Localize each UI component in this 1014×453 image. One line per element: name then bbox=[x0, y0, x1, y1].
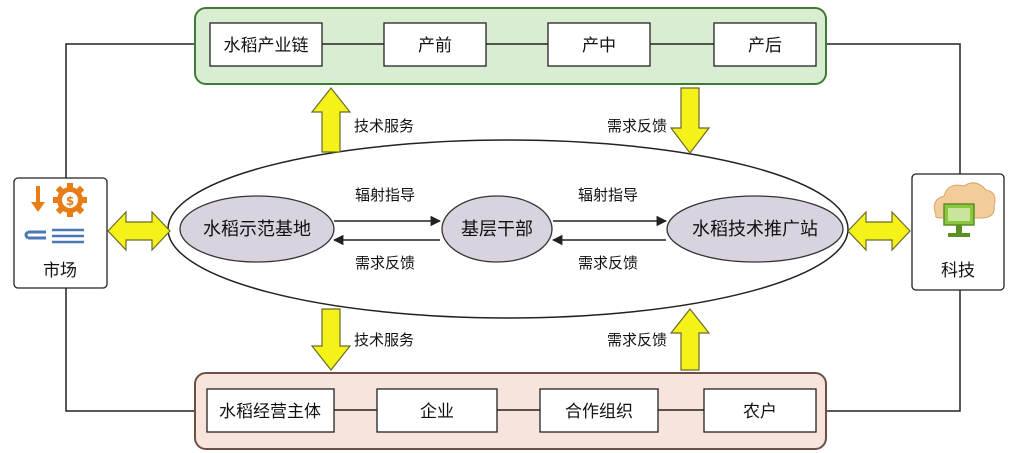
tech-panel: 科技 bbox=[911, 173, 1005, 291]
market-panel: $ 市场 bbox=[13, 177, 108, 289]
grassroots-cadre-node: 基层干部 bbox=[441, 195, 553, 263]
top-stage-label-2: 产中 bbox=[582, 36, 616, 56]
top-stage-label-3: 产后 bbox=[748, 36, 782, 56]
top-title-box bbox=[209, 22, 323, 67]
top-right-label: 需求反馈 bbox=[607, 117, 667, 135]
top-group-frame bbox=[194, 7, 827, 85]
bottom-title-label: 水稻经营主体 bbox=[219, 402, 321, 422]
top-group-panel: 水稻产业链 产前 产中 产后 bbox=[194, 7, 827, 85]
left-back-label: 需求反馈 bbox=[355, 254, 415, 272]
bottom-stage-label-3: 农户 bbox=[743, 402, 777, 422]
bottom-stage-box-3 bbox=[703, 388, 817, 433]
bottom-group-panel: 水稻经营主体 企业 合作组织 农户 bbox=[194, 372, 827, 450]
extension-station-node: 水稻技术推广站 bbox=[666, 195, 844, 263]
extension-station-label: 水稻技术推广站 bbox=[692, 219, 818, 240]
top-left-up-arrow bbox=[310, 87, 352, 153]
bottom-title-box bbox=[206, 388, 335, 433]
bottom-left-label: 技术服务 bbox=[354, 331, 414, 349]
top-title-label: 水稻产业链 bbox=[224, 36, 309, 56]
cloud-computer-icon bbox=[933, 182, 996, 237]
bottom-group-frame bbox=[194, 372, 827, 450]
tech-double-arrow bbox=[847, 210, 911, 252]
left-forward-label: 辐射指导 bbox=[355, 186, 415, 204]
demo-base-node: 水稻示范基地 bbox=[179, 195, 335, 263]
bottom-stage-label-1: 企业 bbox=[420, 402, 454, 422]
right-forward-label: 辐射指导 bbox=[578, 186, 638, 204]
inner-arrows bbox=[332, 215, 668, 246]
top-left-label: 技术服务 bbox=[354, 117, 414, 135]
bottom-right-up-arrow bbox=[669, 308, 711, 371]
bottom-stage-box-2 bbox=[539, 388, 659, 433]
bottom-stage-box-1 bbox=[376, 388, 498, 433]
market-label: 市场 bbox=[43, 261, 77, 281]
bottom-left-down-arrow bbox=[310, 308, 352, 371]
top-right-down-arrow bbox=[669, 87, 711, 154]
right-back-label: 需求反馈 bbox=[578, 254, 638, 272]
market-double-arrow bbox=[107, 210, 171, 252]
market-gear-dollar-icon: $ bbox=[24, 183, 87, 244]
tech-label: 科技 bbox=[941, 261, 975, 281]
grassroots-cadre-label: 基层干部 bbox=[461, 219, 533, 240]
top-stage-label-1: 产前 bbox=[418, 36, 452, 56]
top-stage-box-1 bbox=[383, 22, 487, 67]
demo-base-label: 水稻示范基地 bbox=[203, 219, 311, 240]
top-stage-box-3 bbox=[713, 22, 817, 67]
top-stage-box-2 bbox=[547, 22, 651, 67]
bottom-right-label: 需求反馈 bbox=[607, 331, 667, 349]
bottom-stage-label-2: 合作组织 bbox=[565, 402, 633, 422]
svg-text:$: $ bbox=[66, 194, 74, 208]
outer-connectors bbox=[65, 43, 961, 412]
